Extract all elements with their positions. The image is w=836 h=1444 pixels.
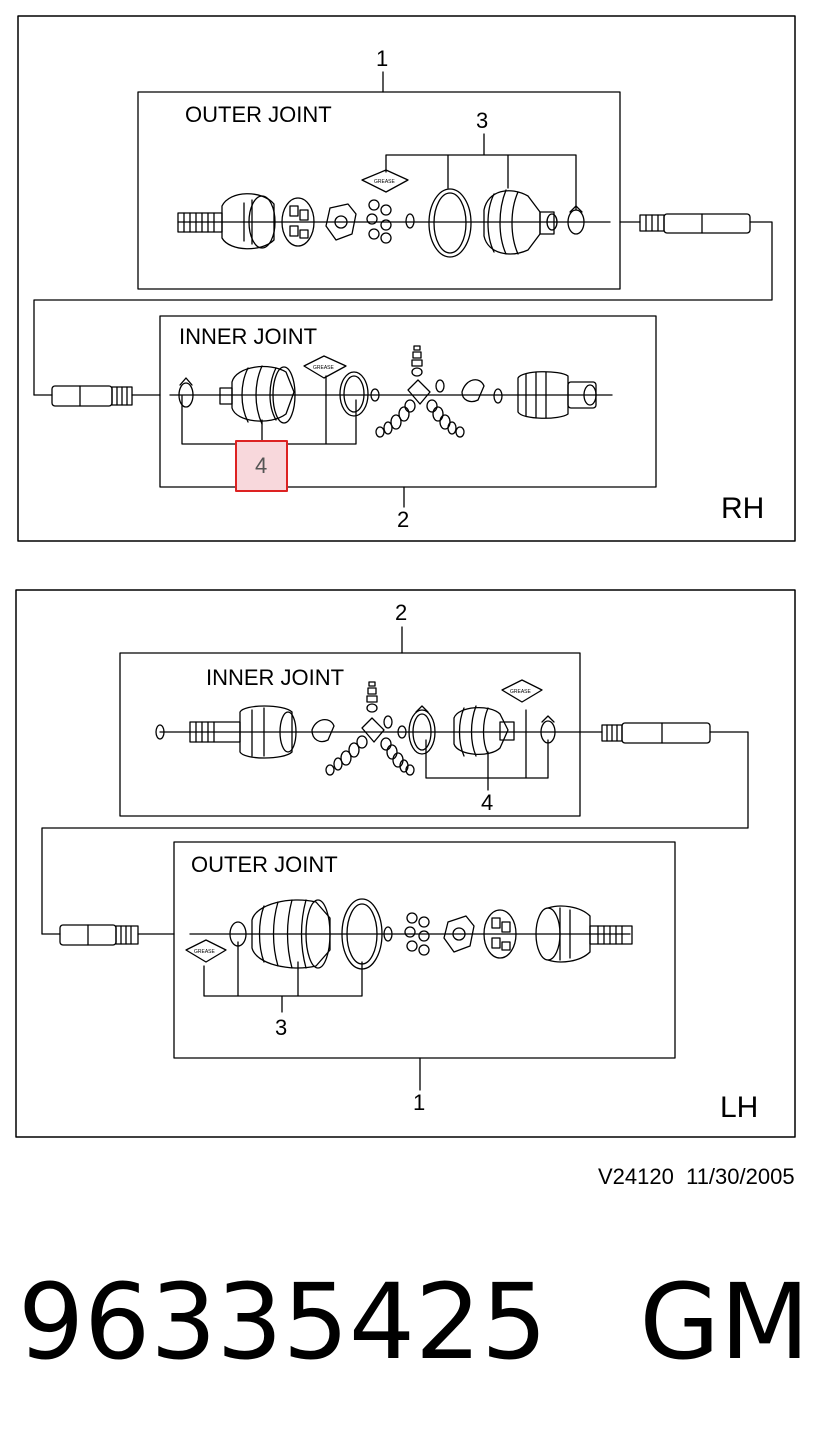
rh-inner-spacer: [461, 379, 485, 403]
rh-inner-snap-ring: [370, 388, 380, 402]
lh-outer-grease-icon: GREASE: [185, 939, 227, 963]
lh-outer-large-clamp: [341, 898, 383, 970]
lh-inner-tripod-housing: [189, 705, 297, 759]
part-number: 96335425: [18, 1261, 548, 1383]
rh-outer-small-clamp: [567, 205, 585, 235]
rh-outer-cv-housing: [177, 193, 276, 250]
lh-outer-cage: [483, 909, 517, 959]
rh-callout-3-leader: [385, 133, 577, 211]
lh-outer-joint-group: OUTER JOINT 1 3 GREASE: [173, 841, 676, 1115]
rh-outer-grease-icon: GREASE: [361, 169, 409, 193]
lh-inner-joint-title: INNER JOINT: [206, 665, 344, 690]
svg-text:GREASE: GREASE: [374, 179, 396, 185]
drawing-date: 11/30/2005: [686, 1164, 795, 1189]
lh-callout-2[interactable]: 2: [395, 600, 407, 625]
rh-inner-tripod-housing: [517, 371, 597, 419]
rh-inner-boot: [219, 365, 296, 425]
rh-inner-needle-bearings-right: [426, 379, 465, 438]
lh-callout-4-leader: [425, 709, 549, 791]
svg-text:GREASE: GREASE: [313, 365, 335, 371]
rh-panel-frame: [17, 15, 796, 542]
lh-inner-tripod: [361, 681, 385, 743]
drawing-id: V24120: [598, 1164, 674, 1189]
rh-callout-1[interactable]: 1: [376, 46, 388, 71]
lh-inner-large-clamp: [408, 705, 436, 755]
lh-callout-3-leader: [203, 941, 363, 1013]
rh-outer-snap-ring: [405, 213, 415, 229]
lh-outer-joint-title: OUTER JOINT: [191, 852, 338, 877]
lh-outer-small-clamp: [229, 921, 247, 947]
lh-inner-grease-icon: GREASE: [501, 679, 543, 703]
rh-panel: OUTER JOINT 1 3 GREASE: [17, 15, 796, 542]
rh-callout-2[interactable]: 2: [397, 507, 409, 532]
lh-callout-3[interactable]: 3: [275, 1015, 287, 1040]
rh-outer-large-clamp: [428, 188, 472, 258]
lh-inner-needle-bearings-left: [325, 735, 368, 776]
lh-axle-shaft-left: [41, 924, 175, 946]
lh-outer-inner-race: [443, 915, 475, 953]
rh-outer-joint-title: OUTER JOINT: [185, 102, 332, 127]
rh-inner-joint-title: INNER JOINT: [179, 324, 317, 349]
rh-outer-balls: [366, 199, 392, 244]
rh-callout-4[interactable]: 4: [255, 453, 267, 478]
rh-inner-small-clamp: [178, 377, 194, 408]
lh-axle-shaft-right: [41, 722, 749, 935]
lh-outer-snap-ring: [383, 926, 393, 942]
driveshaft-diagram: OUTER JOINT 1 3 GREASE: [15, 15, 796, 1138]
lh-callout-1[interactable]: 1: [413, 1090, 425, 1115]
rh-inner-tripod: [407, 345, 431, 405]
rh-inner-needle-bearings-left: [375, 399, 416, 438]
lh-inner-retaining-ring: [155, 724, 165, 740]
lh-outer-balls: [404, 912, 430, 956]
lh-panel-frame: [15, 589, 796, 1138]
rh-inner-joint-box: [159, 315, 657, 488]
svg-text:GREASE: GREASE: [194, 949, 216, 955]
lh-inner-boot: [453, 705, 515, 757]
rh-inner-joint-group: INNER JOINT 2 GREASE: [159, 315, 657, 532]
svg-text:GREASE: GREASE: [510, 689, 532, 695]
rh-inner-retaining-ring: [493, 388, 503, 404]
lh-outer-joint-box: [173, 841, 676, 1059]
rh-axle-shaft-right: [33, 213, 773, 396]
rh-axle-shaft-left: [33, 385, 161, 407]
lh-inner-joint-group: INNER JOINT 2 4: [119, 600, 581, 817]
lh-inner-spacer: [311, 719, 335, 743]
part-brand: GM: [639, 1261, 810, 1383]
rh-inner-large-clamp: [339, 371, 369, 417]
rh-outer-joint-group: OUTER JOINT 1 3 GREASE: [137, 46, 621, 290]
lh-panel: INNER JOINT 2 4: [15, 589, 796, 1138]
lh-callout-4[interactable]: 4: [481, 790, 493, 815]
rh-callout-3[interactable]: 3: [476, 108, 488, 133]
rh-callout-4-highlight[interactable]: 4: [235, 440, 288, 492]
rh-inner-grease-icon: GREASE: [303, 355, 347, 379]
lh-outer-boot: [251, 899, 331, 969]
lh-inner-needle-bearings-right: [380, 715, 415, 776]
lh-inner-snap-ring: [397, 725, 407, 739]
lh-side-label: LH: [720, 1091, 758, 1124]
rh-outer-joint-box: [137, 91, 621, 290]
drawing-stamp: V24120 11/30/2005: [598, 1164, 795, 1190]
rh-side-label: RH: [721, 492, 764, 525]
part-number-line: 96335425 GM: [18, 1262, 810, 1382]
lh-inner-small-clamp: [540, 715, 556, 744]
lh-inner-joint-box: [119, 652, 581, 817]
lh-outer-cv-housing: [535, 905, 633, 963]
